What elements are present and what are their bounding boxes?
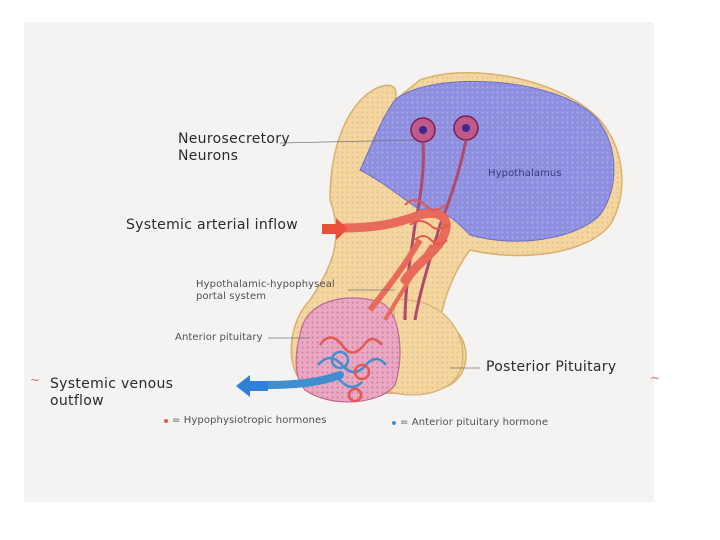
legend-hypophysiotropic: = Hypophysiotropic hormones bbox=[172, 415, 327, 427]
posterior-pituitary-lobe bbox=[390, 300, 463, 395]
label-posterior-pituitary: Posterior Pituitary bbox=[486, 359, 616, 376]
neuron-right bbox=[454, 116, 478, 140]
label-portal-system: Hypothalamic-hypophyseal portal system bbox=[196, 279, 335, 303]
legend-hypo-marker bbox=[164, 419, 168, 423]
scan-mark: ~ bbox=[650, 371, 660, 385]
legend-anterior-pituitary-hormone: = Anterior pituitary hormone bbox=[400, 417, 548, 429]
label-neurosecretory-neurons: Neurosecretory Neurons bbox=[178, 131, 290, 165]
label-systemic-venous-outflow: Systemic venous outflow bbox=[50, 376, 173, 410]
venous-outflow-arrow bbox=[236, 375, 268, 397]
scan-mark: ~ bbox=[30, 373, 40, 387]
neuron-left bbox=[411, 118, 435, 142]
label-anterior-pituitary: Anterior pituitary bbox=[175, 332, 263, 344]
label-systemic-arterial-inflow: Systemic arterial inflow bbox=[126, 217, 298, 234]
legend-anterior-marker bbox=[392, 421, 396, 425]
label-hypothalamus: Hypothalamus bbox=[488, 168, 562, 180]
